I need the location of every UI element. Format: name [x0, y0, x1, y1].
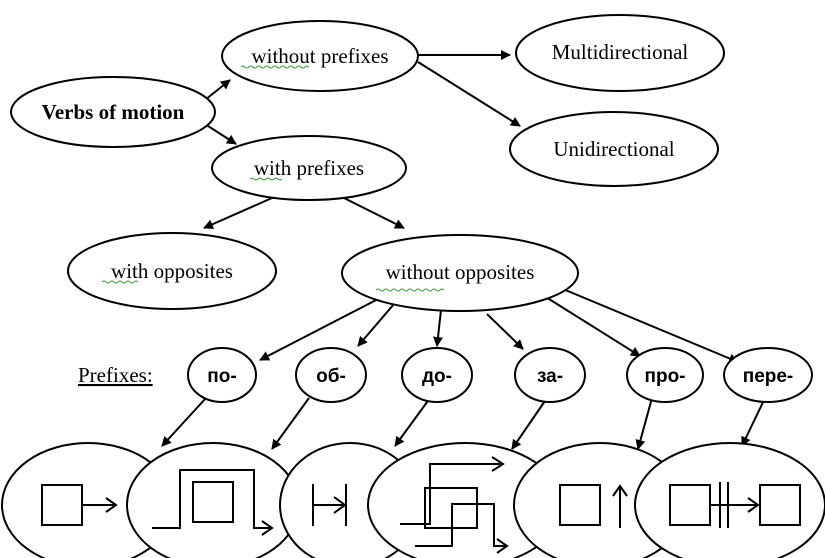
- picto-ob-square-around-icon: [126, 442, 300, 558]
- edge-za-to-picto: [511, 397, 548, 450]
- node-multidirectional-label: Multidirectional: [552, 40, 689, 64]
- prefix-pere: пере-: [723, 347, 813, 403]
- prefix-edges: [259, 283, 739, 364]
- prefix-do: до-: [401, 347, 473, 403]
- prefix-ob: об-: [295, 347, 367, 403]
- prefix-za-label: за-: [537, 366, 563, 387]
- picto-edges: [161, 397, 766, 450]
- spellcheck-underline: [101, 280, 139, 284]
- edge-root-without-prefixes: [204, 79, 231, 101]
- prefix-po: по-: [187, 347, 257, 403]
- edge-to-prefix-po: [259, 295, 385, 361]
- node-with-prefixes: with prefixes: [211, 135, 407, 201]
- node-without-prefixes: without prefixes: [221, 20, 419, 92]
- edge-with-prefixes-without-opposites: [343, 197, 405, 229]
- node-without-opposites-label: without opposites: [386, 260, 535, 284]
- edge-to-prefix-do: [433, 309, 443, 347]
- node-without-opposites: without opposites: [341, 234, 579, 312]
- edge-with-prefixes-with-opposites: [203, 197, 273, 229]
- prefix-po-label: по-: [207, 366, 236, 387]
- node-multidirectional: Multidirectional: [515, 14, 725, 92]
- node-unidirectional: Unidirectional: [509, 111, 719, 187]
- prefix-pro-label: про-: [644, 366, 685, 387]
- edge-do-to-picto: [394, 397, 431, 447]
- edge-pro-to-picto: [635, 397, 653, 450]
- picto-pere-square-across-bar-icon: [634, 442, 825, 558]
- node-with-opposites: with opposites: [67, 232, 277, 310]
- spellcheck-underline: [240, 65, 310, 69]
- edge-root-with-prefixes: [204, 123, 237, 145]
- node-verbs-of-motion: Verbs of motion: [10, 76, 216, 148]
- prefix-ob-label: об-: [316, 366, 346, 387]
- edge-po-to-picto: [161, 397, 207, 447]
- prefix-pere-label: пере-: [743, 366, 794, 387]
- tree-edges: [203, 50, 521, 229]
- node-unidirectional-label: Unidirectional: [553, 137, 674, 161]
- prefix-do-label: до-: [422, 366, 452, 387]
- spellcheck-underline: [375, 288, 445, 292]
- prefix-za: за-: [514, 347, 586, 403]
- prefix-pro: про-: [626, 347, 704, 403]
- node-without-prefixes-label: without prefixes: [251, 44, 388, 68]
- spellcheck-underline: [249, 177, 283, 181]
- node-with-prefixes-label: with prefixes: [254, 156, 364, 180]
- edge-ob-to-picto: [271, 397, 310, 450]
- edge-pere-to-picto: [741, 397, 766, 447]
- edge-without-prefixes-unidirectional: [417, 61, 521, 127]
- edge-to-prefix-pro: [540, 293, 641, 357]
- node-with-opposites-label: with opposites: [111, 259, 233, 283]
- node-verbs-of-motion-label: Verbs of motion: [42, 100, 185, 124]
- edge-to-prefix-pere: [550, 283, 739, 364]
- edge-to-prefix-za: [486, 313, 524, 350]
- prefixes-label: Prefixes:: [78, 363, 153, 387]
- edge-to-prefix-ob: [357, 303, 395, 347]
